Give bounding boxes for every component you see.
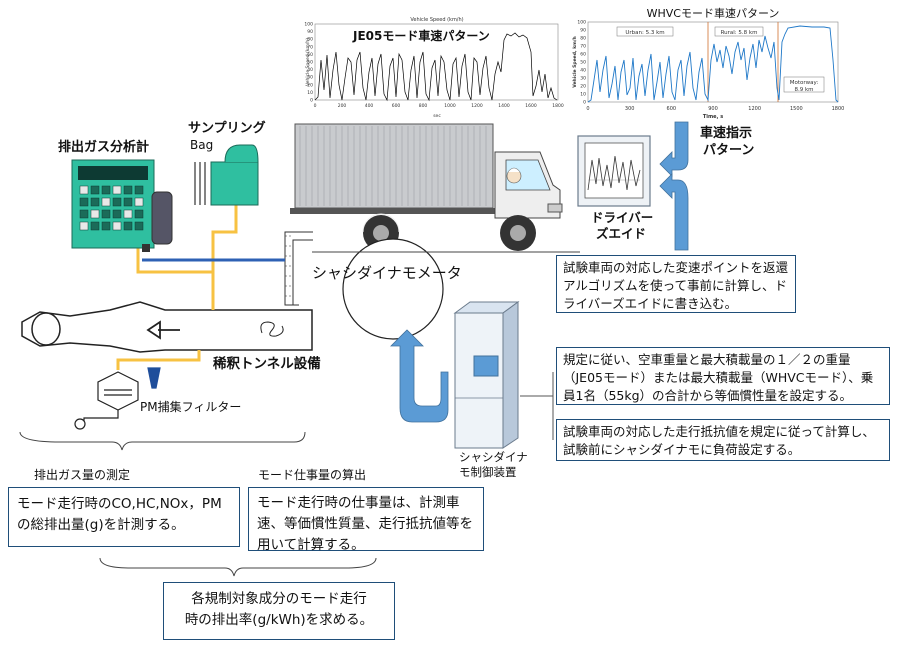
je05-yt-label: 10 — [307, 90, 313, 96]
driver-aid-label-2: ズエイド — [596, 226, 647, 241]
result-note-line-2: 時の排出率(g/kWh)を求める。 — [184, 611, 374, 628]
whvc-yt-label: 90 — [580, 28, 586, 34]
whvc-yt-label: 0 — [583, 100, 586, 106]
road-load-note: 試験車両の対応した走行抵抗値を規定に従って計算し、試験前にシャシダイナモに負荷設… — [556, 419, 890, 461]
analyzer-label: 排出ガス分析計 — [58, 140, 150, 155]
result-note: 各規制対象成分のモード走行 時の排出率(g/kWh)を求める。 — [163, 582, 395, 640]
driver-aid-label: ドライバー — [591, 210, 654, 225]
je05-xt-label: 1000 — [444, 103, 456, 109]
whvc-y-ticks: 0 10 20 30 40 50 60 70 80 90 100 — [577, 20, 586, 106]
whvc-yt-label: 100 — [577, 20, 586, 26]
inertia-note: 規定に従い、空車重量と最大積載量の１／２の重量（JE05モード）または最大積載量… — [556, 347, 890, 405]
whvc-xt-label: 1800 — [832, 106, 845, 112]
speed-pattern-arrows — [659, 121, 689, 251]
whvc-x-ticks: 0 300 600 900 1200 1500 1800 — [586, 106, 844, 112]
whvc-yt-label: 30 — [580, 76, 586, 82]
whvc-xt-label: 300 — [625, 106, 635, 112]
whvc-yt-label: 10 — [580, 92, 586, 98]
work-calculation-heading: モード仕事量の算出 — [258, 468, 367, 482]
sampling-bag-label: Bag — [190, 138, 214, 152]
je05-x-ticks: 0 200 400 600 800 1000 1200 1400 1600 1800 — [314, 103, 564, 109]
exhaust-pipe — [284, 231, 313, 306]
je05-yt-label: 40 — [307, 67, 313, 73]
je05-yt-label: 20 — [307, 82, 313, 88]
je05-chart-title: Vehicle Speed (km/h) — [410, 17, 463, 23]
dyno-roller — [342, 238, 444, 340]
je05-yt-label: 50 — [307, 60, 313, 66]
emission-note: モード走行時のCO,HC,NOx，PMの総排出量(g)を計測する。 — [8, 487, 240, 547]
je05-xt-label: 0 — [314, 103, 317, 109]
measurement-brace — [19, 431, 306, 451]
je05-ylabel: Vehicle Speed (km/h) — [305, 38, 311, 86]
work-note: モード走行時の仕事量は、計測車速、等価慣性質量、走行抵抗値等を用いて計算する。 — [248, 487, 484, 553]
je05-yt-label: 90 — [307, 29, 313, 35]
je05-xt-label: 200 — [338, 103, 347, 109]
dyno-controller-label-2: モ制御装置 — [459, 465, 517, 479]
gas-swirl — [260, 321, 284, 337]
je05-xt-label: 1400 — [498, 103, 510, 109]
je05-xt-label: 600 — [392, 103, 401, 109]
je05-yt-label: 0 — [310, 98, 313, 104]
whvc-chart: WHVCモード車速パターン Urban: 5.3 km Rural: 5.8 k… — [572, 6, 844, 120]
speed-pattern-label: パターン — [703, 143, 755, 158]
whvc-rural-label: Rural: 5.8 km — [721, 30, 758, 36]
whvc-xlabel: Time, s — [703, 114, 723, 120]
whvc-yt-label: 20 — [580, 84, 586, 90]
whvc-yt-label: 60 — [580, 52, 586, 58]
lower-arrow — [659, 173, 689, 251]
je05-xt-label: 1800 — [552, 103, 564, 109]
sampling-bag — [194, 144, 259, 206]
je05-xt-label: 1600 — [525, 103, 537, 109]
je05-yt-label: 60 — [307, 52, 313, 58]
gas-analyzer — [71, 159, 173, 252]
whvc-motorway-label: Motorway: — [790, 80, 819, 86]
whvc-yt-label: 40 — [580, 68, 586, 74]
je05-xt-label: 800 — [419, 103, 428, 109]
result-brace — [99, 557, 377, 577]
driver-aid-monitor — [577, 135, 651, 207]
je05-chart: Vehicle Speed (km/h) Vehicle Speed (km/h… — [304, 17, 563, 119]
whvc-chart-title: WHVCモード車速パターン — [647, 6, 780, 20]
je05-xt-label: 1200 — [471, 103, 483, 109]
je05-xt-label: 400 — [365, 103, 374, 109]
speed-command-label: 車速指示 — [700, 126, 753, 141]
shift-point-note: 試験車両の対応した変速ポイントを返還アルゴリズムを使って事前に計算し、ドライバー… — [556, 255, 796, 313]
whvc-xt-label: 0 — [586, 106, 589, 112]
dilution-tunnel-label: 稀釈トンネル設備 — [213, 356, 321, 372]
emission-measurement-heading: 排出ガス量の測定 — [34, 468, 131, 482]
pm-filter-assembly — [74, 367, 161, 430]
dyno-controller — [453, 301, 520, 449]
controller-arrow — [390, 329, 449, 423]
whvc-motorway-distance: 8.9 km — [794, 87, 813, 93]
sampling-label: サンプリング — [188, 121, 266, 136]
je05-yt-label: 100 — [304, 22, 313, 28]
chassis-dyno-label: シャシダイナモメータ — [312, 264, 462, 282]
whvc-yt-label: 70 — [580, 44, 586, 50]
whvc-xt-label: 600 — [667, 106, 677, 112]
dyno-controller-label: シャシダイナ — [459, 450, 528, 464]
whvc-ylabel: Vehicle Speed, km/h — [572, 36, 578, 87]
whvc-yt-label: 50 — [580, 60, 586, 66]
je05-yt-label: 80 — [307, 37, 313, 43]
whvc-urban-label: Urban: 5.3 km — [625, 30, 664, 36]
test-truck — [290, 123, 563, 251]
pm-filter-label: PM捕集フィルター — [140, 400, 242, 414]
je05-xlabel: sec — [433, 114, 441, 119]
upper-arrow — [659, 121, 689, 177]
whvc-yt-label: 80 — [580, 36, 586, 42]
je05-yt-label: 30 — [307, 75, 313, 81]
whvc-xt-label: 1500 — [790, 106, 803, 112]
whvc-xt-label: 900 — [708, 106, 718, 112]
whvc-xt-label: 1200 — [748, 106, 761, 112]
dilution-tunnel — [21, 301, 313, 353]
je05-yt-label: 70 — [307, 44, 313, 50]
je05-chart-label: JE05モード車速パターン — [353, 29, 490, 43]
result-note-line-1: 各規制対象成分のモード走行 — [191, 591, 367, 607]
